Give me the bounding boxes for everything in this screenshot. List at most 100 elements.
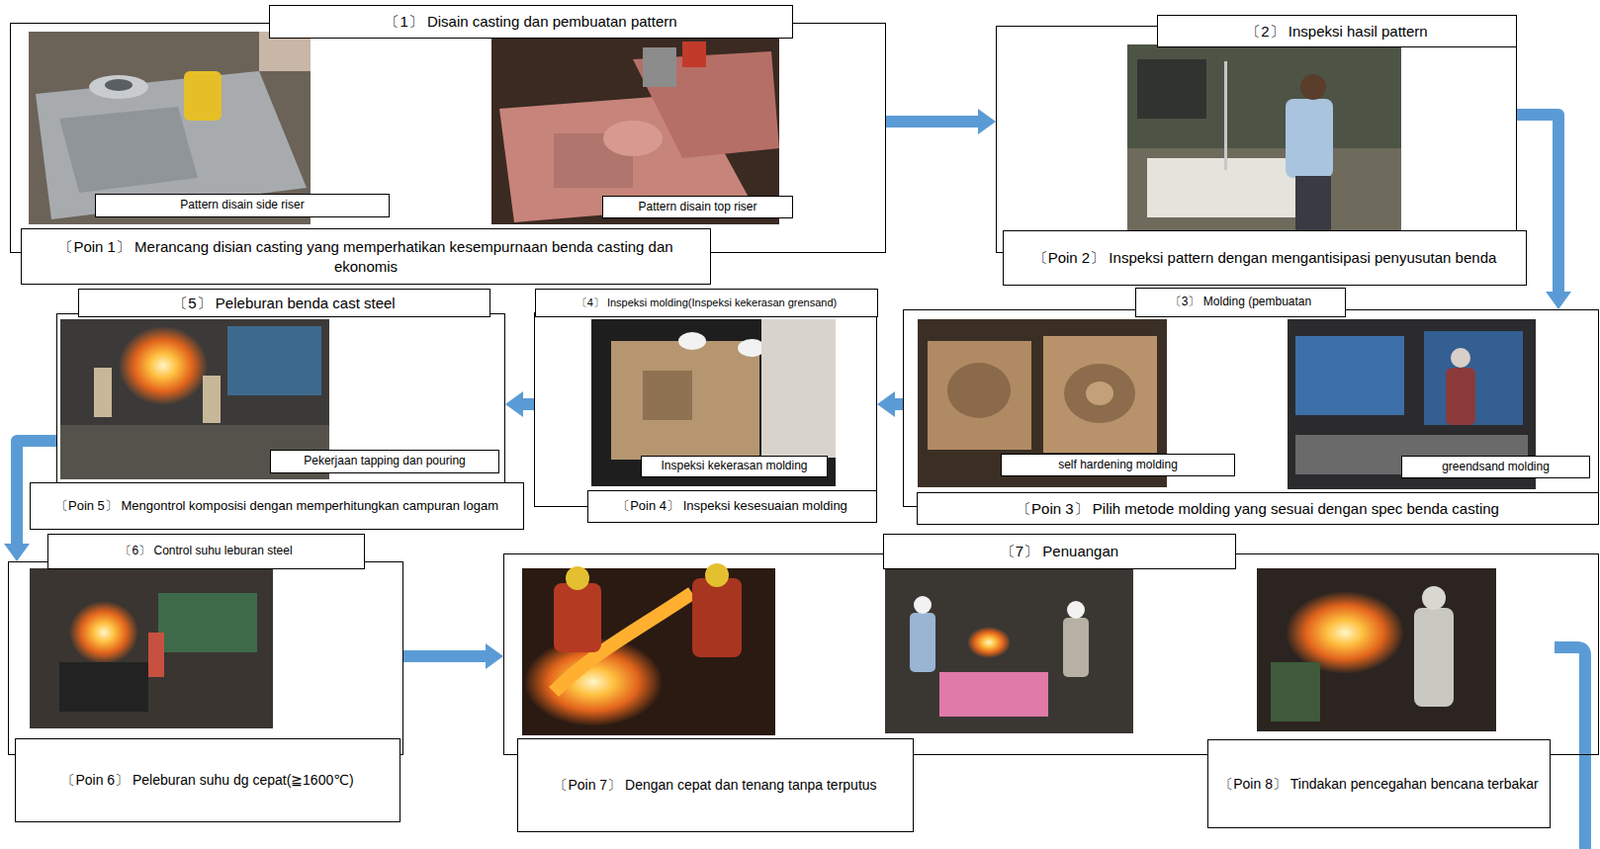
point-box: 〔Poin 1〕 Merancang disian casting yang m… bbox=[20, 228, 712, 285]
step-heading: 〔4〕 Inspeksi molding(Inspeksi kekerasan … bbox=[576, 295, 838, 310]
flow-arrow bbox=[894, 398, 903, 411]
riser-piece bbox=[642, 47, 677, 88]
sand-mold bbox=[927, 341, 1032, 450]
photo-pouring-1 bbox=[522, 563, 776, 736]
worker bbox=[202, 375, 221, 424]
point-text: 〔Poin 1〕 Merancang disian casting yang m… bbox=[27, 237, 705, 276]
continue-arrow bbox=[1554, 647, 1586, 849]
point-box: 〔Poin 3〕 Pilih metode molding yang sesua… bbox=[916, 492, 1600, 526]
sand-mold bbox=[611, 341, 760, 460]
step-heading-box: 〔4〕 Inspeksi molding(Inspeksi kekerasan … bbox=[534, 288, 879, 318]
point-box: 〔Poin 7〕 Dengan cepat dan tenang tanpa t… bbox=[517, 738, 914, 833]
point-text: 〔Poin 7〕 Dengan cepat dan tenang tanpa t… bbox=[553, 776, 877, 795]
caption-text: Pattern disain side riser bbox=[179, 197, 304, 214]
photo-ground bbox=[885, 569, 1134, 734]
flow-arrow bbox=[403, 650, 486, 663]
furnace bbox=[59, 662, 149, 712]
inspection-table bbox=[1147, 158, 1296, 218]
point-text: 〔Poin 6〕 Peleburan suhu dg cepat(≧1600℃) bbox=[61, 771, 354, 790]
point-text: 〔Poin 5〕 Mengontrol komposisi dengan mem… bbox=[55, 498, 499, 516]
step-heading: 〔5〕 Peleburan benda cast steel bbox=[173, 293, 395, 314]
caption-box: self hardening molding bbox=[1000, 453, 1236, 477]
point-box: 〔Poin 8〕 Tindakan pencegahan bencana ter… bbox=[1207, 739, 1551, 829]
photo-ground bbox=[1127, 44, 1402, 231]
flow-arrow bbox=[886, 115, 978, 128]
pattern-cavity bbox=[59, 106, 198, 193]
caption-text: Pekerjaan tapping dan pouring bbox=[303, 453, 465, 470]
process-box: 〔7〕 Penuangan bbox=[503, 553, 1600, 756]
step-heading-box: 〔1〕 Disain casting dan pembuatan pattern bbox=[268, 4, 794, 39]
pattern-boss bbox=[603, 120, 663, 157]
molten-glow bbox=[69, 601, 139, 665]
worker-legs bbox=[1295, 176, 1332, 231]
caption-box: Pattern disain side riser bbox=[94, 193, 390, 218]
worker-shirt bbox=[1285, 98, 1334, 178]
caption-text: Pattern disain top riser bbox=[637, 199, 757, 216]
protective-suit bbox=[1414, 608, 1454, 708]
step-heading-box: 〔7〕 Penuangan bbox=[883, 533, 1237, 570]
worker bbox=[909, 613, 936, 673]
process-box: 〔5〕 Peleburan benda cast steelPekerjaan … bbox=[56, 313, 506, 508]
photo-temperature bbox=[29, 568, 273, 729]
photo-pattern-inspection bbox=[1127, 44, 1402, 231]
process-box: 〔2〕 Inspeksi hasil pattern bbox=[995, 25, 1517, 254]
mold-cavity bbox=[1064, 363, 1136, 424]
worker bbox=[692, 578, 742, 658]
machine bbox=[1270, 662, 1321, 722]
step-heading-box: 〔3〕 Molding (pembuatan bbox=[1135, 287, 1346, 318]
photo-pouring-2 bbox=[885, 569, 1134, 734]
caption-text: Inspeksi kekerasan molding bbox=[660, 458, 807, 475]
worker-coat bbox=[761, 319, 836, 458]
caption-box: greendsand molding bbox=[1401, 455, 1591, 479]
worker-head bbox=[1300, 74, 1327, 100]
molding-machine bbox=[1423, 331, 1523, 426]
step-heading-box: 〔2〕 Inspeksi hasil pattern bbox=[1156, 14, 1517, 48]
riser-piece bbox=[682, 41, 707, 68]
process-box: 〔3〕 Molding (pembuatanself hardening mol… bbox=[902, 309, 1600, 508]
photo-ground bbox=[591, 319, 836, 487]
control-panel bbox=[227, 326, 322, 396]
caption-text: self hardening molding bbox=[1058, 457, 1178, 474]
point-box: 〔Poin 2〕 Inspeksi pattern dengan mengant… bbox=[1002, 230, 1527, 286]
photo-fire-safety bbox=[1256, 568, 1497, 732]
caption-box: Inspeksi kekerasan molding bbox=[640, 455, 828, 478]
point-box: 〔Poin 6〕 Peleburan suhu dg cepat(≧1600℃) bbox=[14, 738, 401, 823]
protective-hood bbox=[1422, 586, 1446, 611]
molding-machine bbox=[1295, 336, 1405, 416]
point-box: 〔Poin 5〕 Mengontrol komposisi dengan mem… bbox=[29, 482, 525, 531]
worker bbox=[1063, 618, 1089, 678]
helmet bbox=[705, 563, 729, 588]
step-heading: 〔3〕 Molding (pembuatan bbox=[1169, 294, 1312, 311]
machine bbox=[1137, 59, 1207, 119]
photo-mold-inspection bbox=[591, 319, 836, 487]
photo-ground bbox=[1256, 568, 1497, 732]
glove bbox=[678, 332, 707, 351]
flow-arrow bbox=[523, 398, 534, 411]
point-text: 〔Poin 3〕 Pilih metode molding yang sesua… bbox=[1016, 499, 1500, 520]
helmet bbox=[913, 596, 932, 615]
pattern-hole bbox=[104, 79, 133, 91]
caption-box: Pekerjaan tapping dan pouring bbox=[269, 449, 500, 474]
glove bbox=[737, 339, 766, 357]
step-heading: 〔1〕 Disain casting dan pembuatan pattern bbox=[384, 11, 677, 32]
step-heading-box: 〔6〕 Control suhu leburan steel bbox=[47, 533, 365, 570]
floor bbox=[1127, 148, 1402, 231]
point-text: 〔Poin 4〕 Inspeksi kesesuaian molding bbox=[617, 498, 848, 516]
step-heading-box: 〔5〕 Peleburan benda cast steel bbox=[78, 288, 491, 318]
caption-box: Pattern disain top riser bbox=[602, 195, 794, 219]
mold-cavity bbox=[642, 370, 693, 421]
mold-core bbox=[1085, 381, 1114, 406]
helmet bbox=[1066, 601, 1085, 620]
molten-glow bbox=[118, 326, 208, 406]
worker bbox=[148, 632, 165, 678]
worker bbox=[93, 367, 112, 418]
process-box: 〔6〕 Control suhu leburan steel bbox=[7, 561, 404, 756]
step-heading: 〔7〕 Penuangan bbox=[1000, 541, 1119, 562]
step-heading: 〔2〕 Inspeksi hasil pattern bbox=[1245, 21, 1427, 42]
molten-glow bbox=[967, 626, 1011, 659]
mold-box bbox=[939, 672, 1049, 717]
riser-piece bbox=[183, 71, 222, 121]
